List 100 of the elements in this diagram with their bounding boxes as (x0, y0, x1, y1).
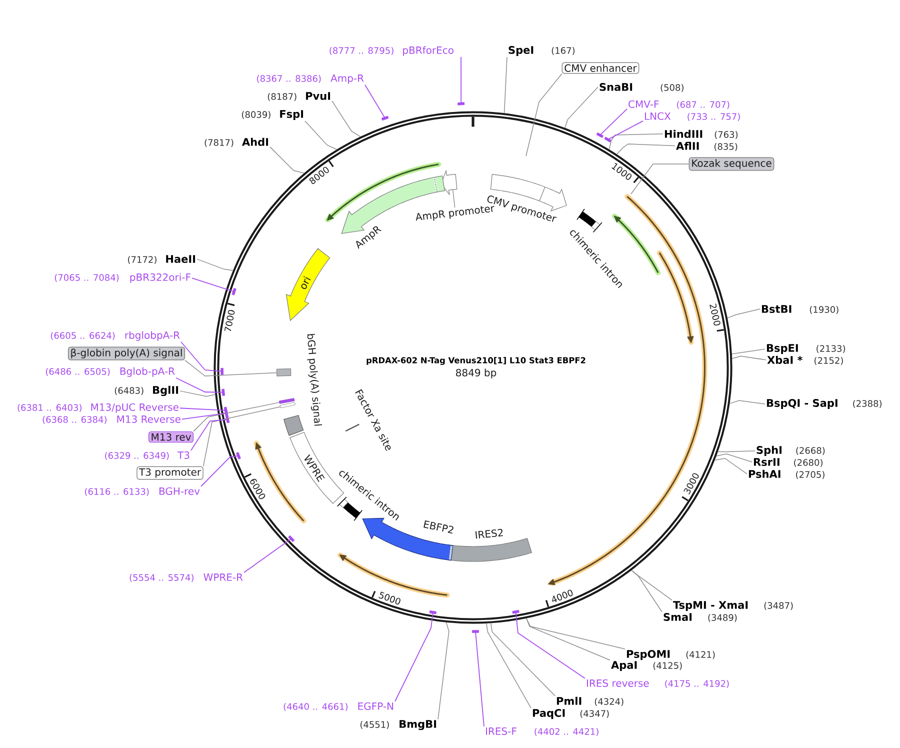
site-position: (763) (714, 130, 738, 139)
primer-mark (226, 416, 230, 424)
leader-line (631, 570, 662, 612)
primer-mark (472, 630, 479, 633)
primer-label: EGFP-N (358, 702, 394, 710)
primer-mark (224, 410, 228, 417)
primer-position: (6368 .. 6384) (42, 416, 106, 424)
site-label: HindIII (664, 130, 702, 138)
leader-line (184, 360, 278, 376)
feature-bar (280, 402, 296, 408)
leader-line (196, 258, 234, 271)
leader-line (176, 377, 223, 393)
leader-line (600, 108, 628, 135)
leader-line (526, 73, 562, 156)
site-position: (3487) (764, 602, 793, 610)
leader-line (490, 622, 556, 696)
leader-line (475, 632, 484, 727)
leader-line (182, 412, 226, 420)
primer-position: (6605 .. 6624) (50, 332, 115, 340)
leader-line (717, 450, 756, 452)
primer-label: WPRE-R (204, 574, 243, 581)
leader-line (180, 341, 222, 372)
site-position: (1930) (810, 306, 838, 314)
leader-line (732, 356, 766, 360)
leader-line (270, 146, 304, 174)
primer-label: Bglob-pA-R (120, 367, 175, 377)
leader-line (716, 454, 752, 462)
primer-label: Amp-R (330, 74, 364, 84)
site-position: (2133) (816, 344, 845, 353)
feature-tag: Kozak sequence (688, 157, 774, 171)
primer-position: (7065 .. 7084) (54, 274, 119, 282)
leader-line (460, 56, 462, 103)
node-label: bGH poly(A) signal (307, 334, 322, 426)
feature-tag: T3 promoter (136, 466, 204, 480)
leader-line (526, 618, 626, 650)
primer-mark (232, 288, 236, 296)
leader-line (616, 144, 676, 155)
leader-line (244, 538, 291, 573)
primer-mark (381, 116, 389, 121)
primer-mark (596, 132, 604, 138)
site-label: TspMI - XmaI (673, 601, 748, 611)
primer-mark (222, 388, 226, 396)
site-position: (7817) (204, 138, 234, 147)
primer-label: M13/pUC Reverse (91, 403, 178, 413)
leader-line (438, 622, 450, 720)
leader-line (193, 402, 280, 432)
feature-bar (279, 398, 295, 404)
feature-block: ori (286, 248, 330, 322)
primer-label: IRES-F (486, 727, 516, 735)
site-label: RsrII (754, 458, 780, 466)
primer-mark (512, 610, 520, 614)
primer-label: pBRforEco (403, 46, 454, 56)
site-position: (7172) (128, 256, 156, 264)
node-label: AmpR promoter (416, 206, 494, 221)
site-position: (4125) (653, 662, 682, 670)
primer-label: IRES reverse (587, 679, 649, 687)
leader-line (304, 120, 338, 150)
leader-line (727, 308, 760, 318)
primer-position: (687 .. 707) (677, 100, 730, 109)
site-label: BstBI (762, 305, 792, 313)
plasmid-name: pRDAX-602 N-Tag Venus210[1] L10 Stat3 EBPF2 (366, 357, 586, 365)
primer-position: (6329 .. 6349) (105, 452, 169, 460)
scale-label: 5000 (378, 592, 400, 605)
scale-label: 7000 (224, 310, 235, 332)
plasmid-length: 8849 bp (456, 368, 496, 378)
site-label: HaeII (166, 255, 196, 263)
site-label: FspI (280, 110, 304, 120)
site-label: PshAI (748, 470, 780, 478)
leader-line (180, 390, 216, 397)
primer-label: LNCX (645, 112, 671, 120)
leader-line (364, 84, 385, 118)
primer-label: pBR322ori-F (130, 273, 190, 283)
site-position: (2680) (794, 458, 822, 467)
site-position: (2152) (814, 356, 843, 365)
feature-box (276, 368, 292, 376)
site-position: (8039) (242, 110, 270, 119)
leader-line (526, 618, 610, 661)
site-label: PmlI (556, 696, 582, 705)
site-position: (2668) (796, 446, 825, 455)
site-position: (508) (660, 84, 684, 92)
leader-line (486, 623, 532, 708)
leader-line (729, 400, 766, 404)
primer-position: (4175 .. 4192) (665, 680, 729, 688)
leader-line (200, 455, 238, 487)
site-label: AflII (676, 142, 699, 150)
site-position: (2705) (796, 470, 824, 479)
leader-line (192, 278, 234, 292)
site-position: (3489) (708, 614, 737, 622)
primer-mark (220, 368, 224, 375)
feature-tag: M13 rev (148, 431, 194, 443)
primer-mark (288, 535, 295, 542)
feature-tag: CMV enhancer (562, 62, 640, 74)
site-position: (4121) (686, 650, 715, 659)
primer-mark (604, 136, 612, 142)
leader-line (631, 570, 672, 601)
site-position: (2388) (853, 400, 882, 408)
leader-line (608, 120, 644, 140)
site-label: AhdI (242, 138, 268, 146)
site-label: BglII (153, 386, 178, 396)
primer-mark (429, 610, 437, 614)
